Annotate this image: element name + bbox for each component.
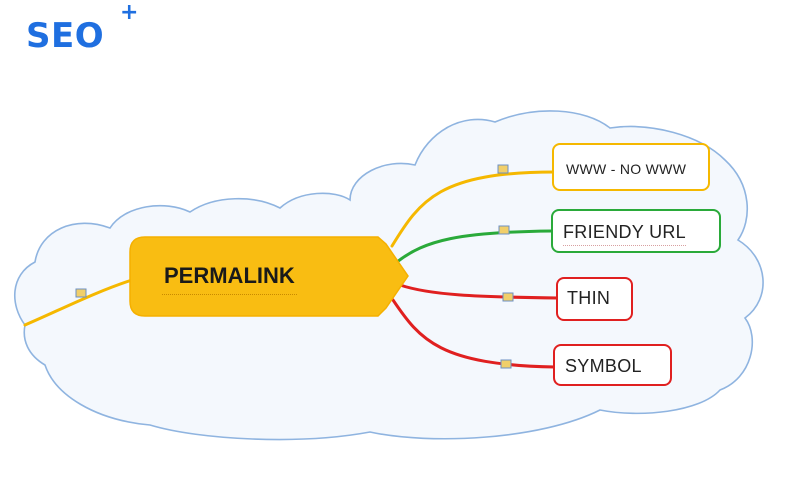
branch-marker-icon [497, 164, 509, 174]
central-topic-label: PERMALINK [162, 258, 297, 295]
branch-node-4[interactable] [553, 344, 672, 386]
branch-marker-icon [498, 225, 510, 235]
logo-text: SEO [26, 16, 105, 56]
branch-line-4 [391, 298, 557, 369]
branch-line-1 [390, 170, 557, 248]
branch-marker-icon [502, 292, 514, 302]
branch-node-2[interactable] [551, 209, 721, 253]
connector-marker-icon [75, 288, 87, 298]
incoming-connector-line [23, 278, 134, 327]
branch-line-3 [398, 283, 560, 300]
branch-label-1: WWW - NO WWW [566, 161, 687, 177]
branch-line-2 [395, 229, 554, 264]
branch-marker-icon [500, 359, 512, 369]
branch-label-3: THIN [567, 288, 611, 308]
branch-label-4: SYMBOL [565, 356, 642, 376]
branch-node-1[interactable] [552, 143, 710, 191]
branch-label-2: FRIENDY URL [563, 219, 686, 246]
logo-plus-icon: + [120, 0, 139, 25]
central-topic-shape[interactable] [129, 236, 409, 317]
brand-logo[interactable]: SEO + [26, 0, 138, 60]
branch-node-3[interactable] [556, 277, 633, 321]
